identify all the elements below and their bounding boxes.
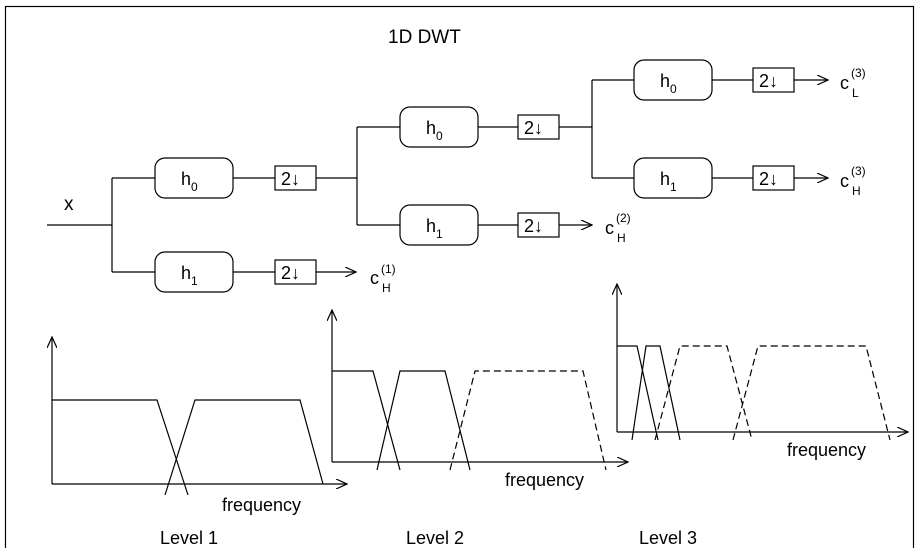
highpass-response	[164, 399, 324, 496]
downsampler-l2-high: 2↓	[517, 212, 560, 238]
lowpass-response	[52, 399, 189, 496]
highpass-filter-l3: h1	[633, 157, 713, 199]
bandpass-response-2-dashed	[654, 345, 753, 441]
svg-text:h0: h0	[181, 169, 198, 194]
bandpass-response-1	[631, 345, 681, 441]
freq-plot-level-1: frequency	[52, 337, 347, 515]
highpass-response-dashed	[449, 370, 607, 471]
svg-text:2↓: 2↓	[281, 169, 300, 189]
input-label: x	[64, 194, 74, 215]
svg-text:2↓: 2↓	[759, 71, 778, 91]
svg-text:2↓: 2↓	[524, 118, 543, 138]
diagram-title: 1D DWT	[388, 27, 461, 48]
lowpass-response	[617, 345, 659, 441]
level-3-label: Level 3	[639, 528, 697, 548]
highpass-filter-l2: h1	[399, 204, 479, 246]
svg-text:2↓: 2↓	[281, 263, 300, 283]
downsampler-l3-low: 2↓	[752, 67, 795, 93]
level-1-label: Level 1	[160, 528, 218, 548]
downsampler-l3-high: 2↓	[752, 165, 795, 191]
freq-axis-label: frequency	[787, 440, 866, 460]
svg-text:2↓: 2↓	[759, 169, 778, 189]
lowpass-filter-l3: h0	[633, 59, 713, 101]
downsampler-l2-low: 2↓	[517, 114, 560, 140]
svg-text:h0: h0	[660, 71, 677, 96]
svg-text:h1: h1	[181, 263, 198, 288]
freq-plot-level-2: frequency	[332, 310, 628, 490]
lowpass-filter-l1: h0	[154, 157, 234, 199]
freq-plot-level-3: frequency	[617, 284, 908, 460]
level-2-label: Level 2	[406, 528, 464, 548]
svg-text:h1: h1	[426, 216, 443, 241]
svg-text:h1: h1	[660, 169, 677, 194]
lowpass-response	[332, 370, 401, 471]
svg-text:2↓: 2↓	[524, 216, 543, 236]
bandpass-response	[376, 370, 471, 471]
highpass-filter-l1: h1	[154, 251, 234, 293]
svg-text:h0: h0	[426, 118, 443, 143]
highpass-response-dashed	[732, 345, 891, 441]
downsampler-l1-low: 2↓	[274, 165, 317, 191]
freq-axis-label: frequency	[505, 470, 584, 490]
lowpass-filter-l2: h0	[399, 106, 479, 148]
freq-axis-label: frequency	[222, 495, 301, 515]
downsampler-l1-high: 2↓	[274, 259, 317, 285]
